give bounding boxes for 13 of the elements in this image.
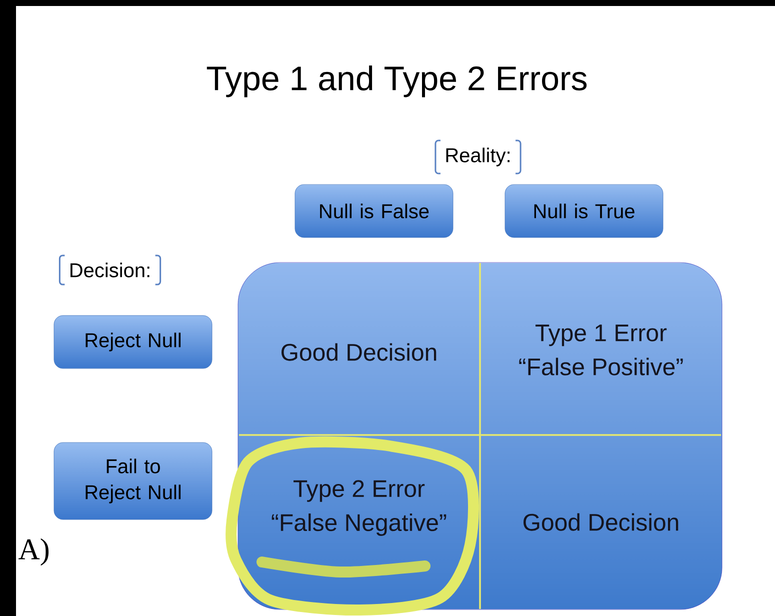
bracket-label: Reality: — [434, 140, 522, 174]
panel-letter: A) — [18, 538, 49, 566]
matrix-cell: Type 1 Error “False Positive” — [519, 324, 683, 376]
label-button: Fail to Reject Null — [54, 442, 212, 520]
title: Type 1 and Type 2 Errors — [206, 66, 587, 98]
label-button: Null is False — [294, 184, 454, 238]
label-button: Reject Null — [54, 315, 212, 369]
matrix-cell: Good Decision — [524, 513, 678, 531]
decision-matrix — [238, 262, 722, 610]
label-button: Null is True — [504, 184, 664, 238]
matrix-cell: Good Decision — [282, 343, 436, 361]
bracket-label: Decision: — [58, 254, 162, 286]
matrix-cell: Type 2 Error “False Negative” — [272, 480, 446, 536]
